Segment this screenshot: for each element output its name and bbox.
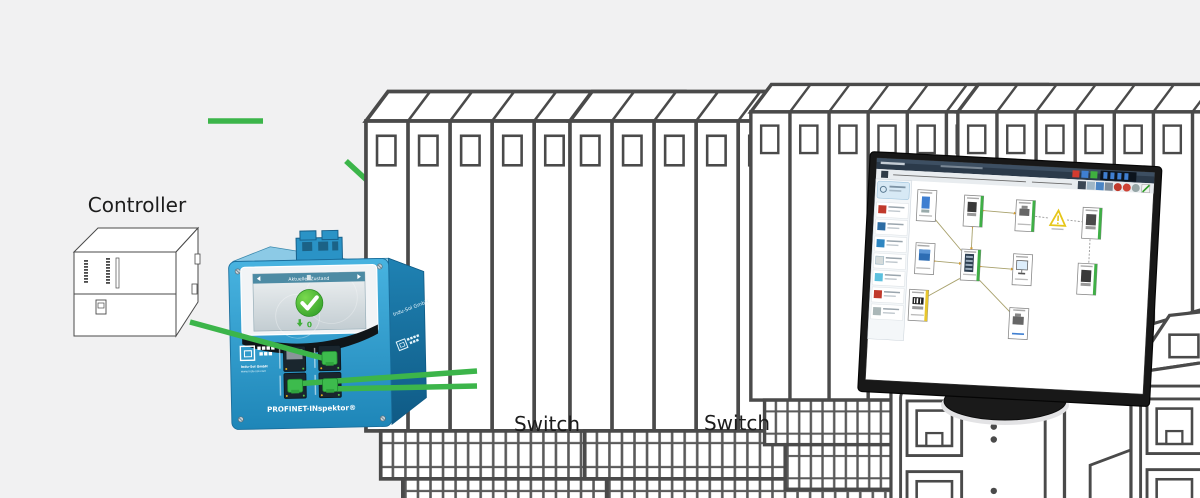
led-strip-icons bbox=[84, 258, 110, 284]
front-url-text: www.indu-sol.com bbox=[241, 369, 267, 374]
controller-label: Controller bbox=[88, 193, 187, 217]
topology-canvas bbox=[907, 189, 1103, 343]
warning-triangle-icon bbox=[1048, 208, 1067, 231]
topology-node-4 bbox=[1081, 206, 1103, 240]
topology-node-8 bbox=[1076, 262, 1098, 296]
window-button-green[interactable] bbox=[1090, 171, 1098, 179]
app-titlebar bbox=[876, 157, 1155, 184]
app-toolbar bbox=[875, 168, 1155, 194]
topology-node-1 bbox=[915, 189, 938, 223]
gear-icon bbox=[879, 185, 887, 193]
topology-nodes[interactable] bbox=[907, 189, 1103, 343]
topology-app-screen bbox=[867, 157, 1155, 343]
window-button-red[interactable] bbox=[1072, 170, 1080, 178]
left-arrow-icon[interactable] bbox=[256, 276, 261, 282]
topology-hub-node bbox=[959, 248, 982, 282]
switch1-label: Switch bbox=[514, 412, 580, 436]
topology-links bbox=[926, 208, 1091, 314]
right-arrow-icon[interactable] bbox=[357, 274, 361, 280]
screw-icons bbox=[234, 263, 386, 423]
window-button-blue[interactable] bbox=[1081, 170, 1089, 179]
alarm-count: 0 bbox=[307, 320, 312, 329]
inspektor-port-plugs bbox=[287, 351, 339, 394]
topology-node-2 bbox=[962, 194, 985, 228]
topology-node-5 bbox=[914, 242, 936, 275]
pencil-icon[interactable] bbox=[1142, 184, 1151, 193]
topology-node-9 bbox=[907, 288, 930, 322]
status-ok-icon bbox=[295, 289, 324, 317]
switch2-label: Switch bbox=[704, 411, 770, 435]
connection-inspektor-switch1-b bbox=[328, 383, 478, 392]
indu-sol-logo: Indu-Sol GmbH www.indu-sol.com bbox=[239, 345, 275, 374]
side-logo bbox=[395, 334, 420, 352]
monitor-pc bbox=[857, 151, 1163, 407]
topology-node-10 bbox=[1007, 307, 1030, 340]
menu-icon[interactable] bbox=[306, 274, 311, 281]
inspektor-side-face bbox=[388, 257, 427, 426]
front-brand-text: Indu-Sol GmbH bbox=[241, 364, 268, 369]
profinet-inspektor: Aktueller Zustand 0 Indu-Sol GmbH www.in… bbox=[228, 229, 430, 430]
app-sidebar bbox=[867, 178, 913, 341]
app-title-text bbox=[880, 161, 905, 166]
topology-node-3 bbox=[1014, 199, 1036, 233]
sidebar-items[interactable] bbox=[870, 201, 909, 321]
connection-compactplc-inspektor bbox=[189, 319, 327, 362]
topology-node-7 bbox=[1011, 253, 1034, 287]
alarm-counter: 0 bbox=[296, 319, 312, 329]
inspektor-display-panel: Aktueller Zustand 0 bbox=[240, 264, 379, 354]
toolbar-icons[interactable] bbox=[1077, 181, 1151, 194]
product-label: PROFINET-INspektor® bbox=[267, 403, 356, 414]
down-arrow-icon bbox=[296, 322, 303, 327]
compact-plc bbox=[72, 226, 201, 338]
toolbar-menu-icon[interactable] bbox=[880, 170, 889, 179]
